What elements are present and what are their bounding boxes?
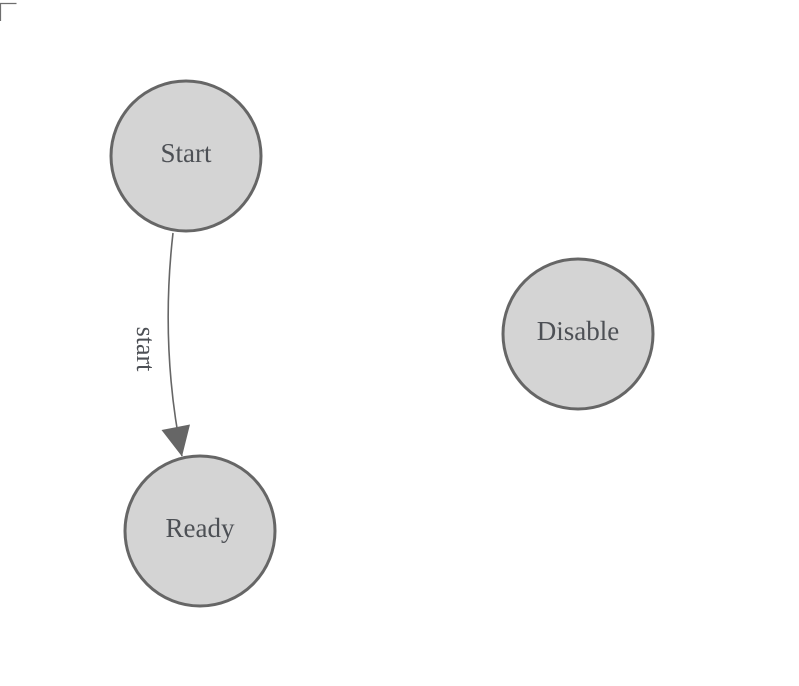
node-ready-label: Ready <box>166 513 235 543</box>
edge-line <box>167 232 183 457</box>
node-ready[interactable]: Ready <box>123 454 277 608</box>
node-disable[interactable]: Disable <box>501 257 655 411</box>
edge-start-to-ready[interactable]: start <box>131 232 190 457</box>
corner-mark <box>0 2 17 21</box>
node-ready-circle[interactable] <box>123 454 277 608</box>
edge-label: start <box>131 327 160 373</box>
node-disable-label: Disable <box>537 316 619 346</box>
node-start[interactable]: Start <box>109 79 263 233</box>
node-start-circle[interactable] <box>109 79 263 233</box>
node-start-label: Start <box>161 138 212 168</box>
node-disable-circle[interactable] <box>501 257 655 411</box>
arrowhead-icon <box>161 424 190 457</box>
